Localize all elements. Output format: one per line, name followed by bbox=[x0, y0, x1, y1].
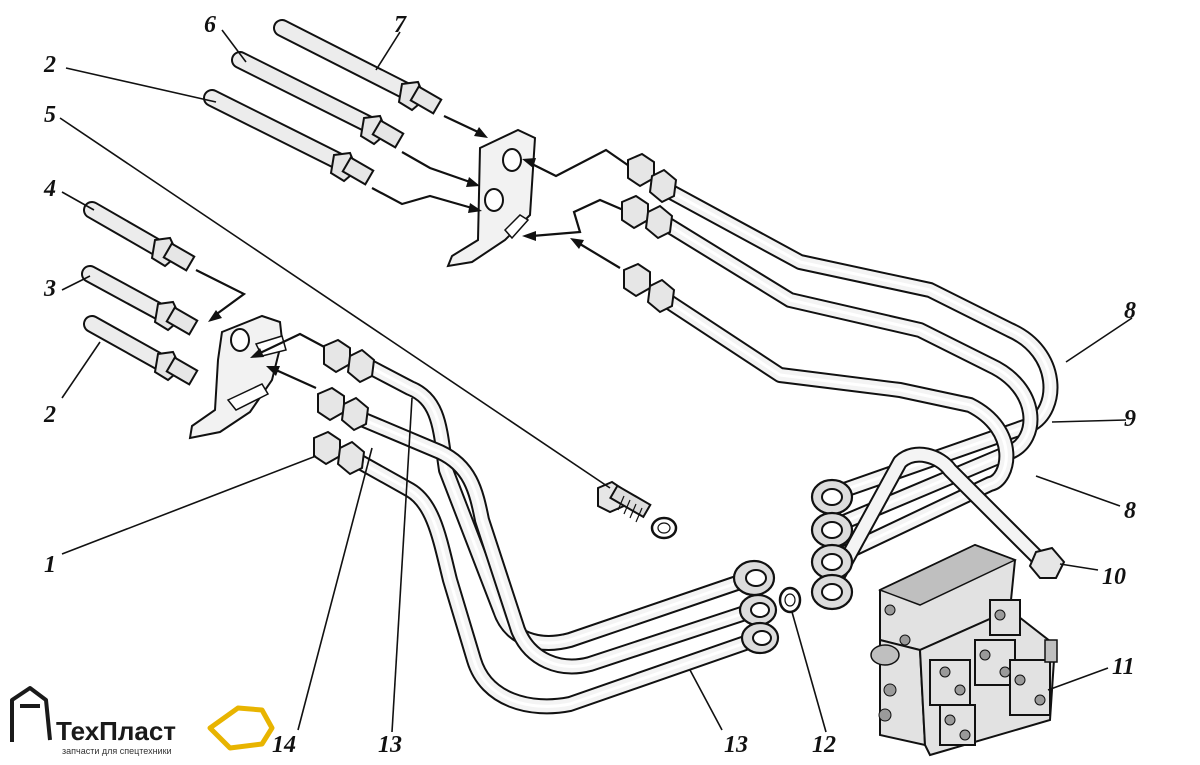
pipe-4 bbox=[83, 201, 196, 272]
callout-12: 12 bbox=[812, 732, 836, 758]
leader-lines bbox=[59, 29, 1133, 733]
callout-5: 5 bbox=[44, 102, 56, 128]
callout-labels: 6 7 2 5 4 3 2 1 8 9 8 10 11 14 13 13 12 bbox=[43, 12, 1136, 758]
pipe-3 bbox=[81, 265, 199, 336]
callout-6: 6 bbox=[204, 12, 216, 38]
washer-12 bbox=[778, 586, 802, 614]
fittings-lower-left bbox=[313, 338, 376, 476]
pipe-6 bbox=[231, 51, 405, 149]
control-valve-block-11 bbox=[870, 543, 1058, 757]
callout-3: 3 bbox=[43, 276, 56, 302]
loader-bucket-icon bbox=[207, 705, 275, 751]
callout-14: 14 bbox=[272, 732, 296, 758]
callout-10: 10 bbox=[1102, 564, 1126, 590]
techplast-logo: ТехПласт запчасти для спецтехники bbox=[10, 686, 275, 756]
callout-2-top: 2 bbox=[43, 52, 56, 78]
callout-4: 4 bbox=[43, 176, 56, 202]
logo-brand: ТехПласт bbox=[56, 716, 176, 746]
tube-10 bbox=[822, 446, 1066, 598]
banjo-bolt-5 bbox=[597, 480, 678, 540]
pipe-assembly-top bbox=[203, 19, 443, 186]
bracket-lower bbox=[188, 314, 287, 440]
pipe-assembly-left bbox=[81, 201, 199, 386]
callout-1: 1 bbox=[44, 552, 56, 578]
callout-13-left: 13 bbox=[378, 732, 402, 758]
callout-13-right: 13 bbox=[724, 732, 748, 758]
banjo-fittings-right bbox=[810, 478, 854, 611]
pipe-2-lower bbox=[83, 315, 199, 386]
pipe-2-upper bbox=[203, 89, 375, 186]
bracket-upper bbox=[446, 128, 537, 268]
tube-bundle-upper bbox=[652, 178, 1059, 568]
pipe-7 bbox=[273, 19, 443, 115]
banjo-fittings-lower bbox=[732, 559, 780, 655]
tube-bundle-lower bbox=[352, 358, 762, 715]
callout-11: 11 bbox=[1112, 654, 1135, 680]
fittings-upper-right bbox=[621, 152, 678, 314]
callout-8-bottom: 8 bbox=[1124, 498, 1136, 524]
callout-8-top: 8 bbox=[1124, 298, 1136, 324]
callout-2-bottom: 2 bbox=[43, 402, 56, 428]
callout-9: 9 bbox=[1124, 406, 1136, 432]
connection-arrows bbox=[195, 115, 633, 390]
excavator-icon bbox=[10, 686, 52, 742]
logo-tagline: запчасти для спецтехники bbox=[62, 746, 172, 756]
callout-7: 7 bbox=[394, 12, 407, 38]
